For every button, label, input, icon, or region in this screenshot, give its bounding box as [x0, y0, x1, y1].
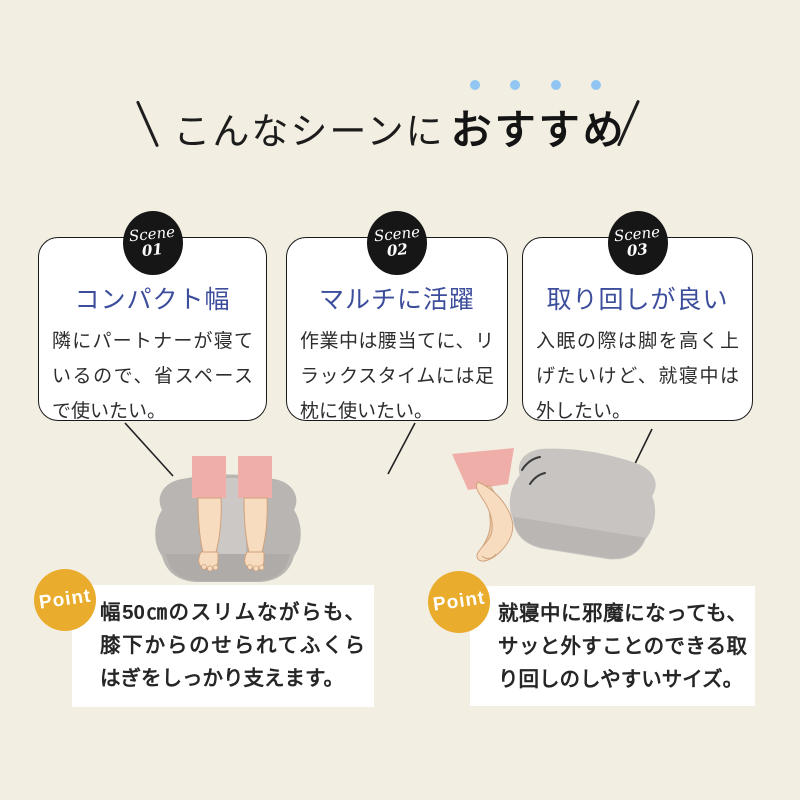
section-title: こんなシーンに おすすめ	[0, 80, 800, 156]
scene-01-badge-icon: Scene 01	[122, 211, 183, 275]
scene-2-heading: マルチに活躍	[318, 285, 475, 314]
accent-dot-icon	[510, 80, 521, 90]
scene-03-badge-icon: Scene 03	[607, 211, 668, 275]
scene-3-heading: 取り回しが良い	[546, 285, 729, 314]
title-text-normal: こんなシーンに	[173, 110, 445, 153]
scene-badge-number: 01	[141, 239, 164, 261]
scene-card-3: Scene 03 取り回しが良い 入眠の際は脚を高く上げたいけど、就寝中は外した…	[522, 211, 753, 422]
title-text-emphasis: おすすめ	[450, 106, 627, 154]
accent-dots	[455, 80, 617, 90]
scene-1-description: 隣にパートナーが寝ているので、省スペースで使いたい。	[52, 331, 253, 422]
scene-1-heading: コンパクト幅	[74, 285, 231, 314]
connector-lines	[124, 422, 653, 477]
scene-2-description: 作業中は腰当てに、リラックスタイムには足枕に使いたい。	[300, 331, 494, 422]
accent-dot-icon	[591, 80, 602, 90]
point-badge-icon: Point	[428, 571, 490, 633]
point-2-text: 就寝中に邪魔になっても、サッと外すことのできる取り回しのしやすいサイズ。	[470, 586, 755, 706]
scene-badge-number: 02	[385, 239, 409, 261]
scene-02-badge-icon: Scene 02	[367, 211, 427, 275]
point-badge-icon: Point	[34, 569, 96, 631]
legs-kicking-pillow-illustration	[452, 448, 656, 562]
legs-on-pillow-illustration	[155, 456, 301, 582]
accent-dot-icon	[469, 80, 480, 90]
point-badge-label: Point	[431, 587, 487, 616]
scene-badge-number: 03	[626, 239, 649, 261]
point-1-text: 幅50㎝のスリムながらも、膝下からのせられてふくらはぎをしっかり支えます。	[72, 585, 374, 707]
point-badge-label: Point	[37, 585, 93, 614]
scene-card-2: Scene 02 マルチに活躍 作業中は腰当てに、リラックスタイムには足枕に使い…	[286, 211, 508, 422]
accent-dot-icon	[550, 80, 561, 90]
scene-3-description: 入眠の際は脚を高く上げたいけど、就寝中は外したい。	[536, 331, 739, 422]
scene-card-1: Scene 01 コンパクト幅 隣にパートナーが寝ているので、省スペースで使いた…	[38, 211, 267, 422]
